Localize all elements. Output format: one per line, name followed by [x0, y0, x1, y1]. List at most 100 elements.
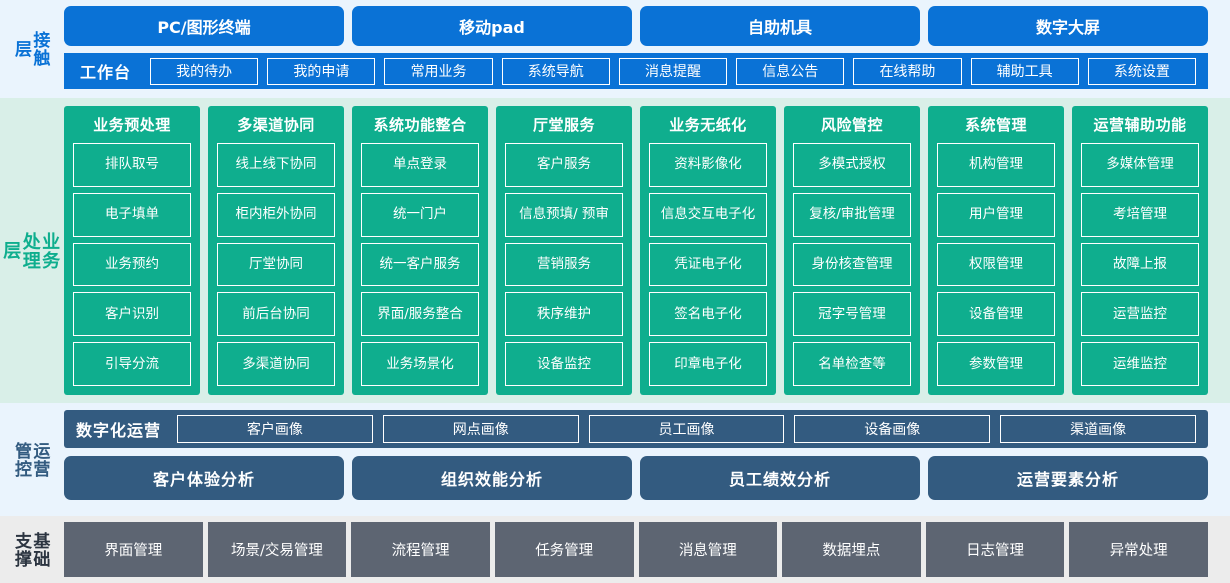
business-item[interactable]: 用户管理	[937, 192, 1055, 237]
business-item[interactable]: 身份核查管理	[793, 242, 911, 287]
foundation-item-message-management[interactable]: 消息管理	[638, 522, 778, 577]
operations-layer-label: 运营 管控	[11, 441, 50, 478]
foundation-layer-body: 界面管理 场景/交易管理 流程管理 任务管理 消息管理 数据埋点 日志管理 异常…	[60, 522, 1230, 577]
business-item[interactable]: 营销服务	[505, 242, 623, 287]
business-item[interactable]: 柜内柜外协同	[217, 192, 335, 237]
business-item[interactable]: 机构管理	[937, 143, 1055, 187]
channel-card-self-service[interactable]: 自助机具	[640, 6, 920, 46]
portrait-branch[interactable]: 网点画像	[382, 415, 579, 443]
column-title: 运营辅助功能	[1093, 116, 1187, 134]
business-column-system-integration: 系统功能整合 单点登录 统一门户 统一客户服务 界面/服务整合 业务场景化	[352, 106, 488, 395]
business-layer-label: 业务 处理 层	[0, 231, 61, 270]
business-item[interactable]: 多渠道协同	[217, 342, 335, 386]
nav-item-system-navigation[interactable]: 系统导航	[501, 57, 610, 85]
portrait-device[interactable]: 设备画像	[794, 415, 991, 443]
business-column-system-management: 系统管理 机构管理 用户管理 权限管理 设备管理 参数管理	[928, 106, 1064, 395]
business-item[interactable]: 线上线下协同	[217, 143, 335, 187]
portrait-channel[interactable]: 渠道画像	[1000, 415, 1196, 443]
business-item[interactable]: 信息预填/ 预审	[505, 192, 623, 237]
column-title: 系统管理	[964, 116, 1027, 134]
foundation-item-data-tracking[interactable]: 数据埋点	[782, 522, 921, 577]
nav-item-common-business[interactable]: 常用业务	[384, 57, 493, 85]
digital-operations-label: 数字化运营	[76, 421, 162, 440]
foundation-item-log-management[interactable]: 日志管理	[925, 522, 1065, 577]
nav-item-my-application[interactable]: 我的申请	[267, 57, 376, 85]
analysis-row: 客户体验分析 组织效能分析 员工绩效分析 运营要素分析	[64, 456, 1208, 500]
channel-card-digital-screen[interactable]: 数字大屏	[928, 6, 1208, 46]
business-item[interactable]: 多媒体管理	[1081, 143, 1199, 187]
business-column-risk-control: 风险管控 多模式授权 复核/审批管理 身份核查管理 冠字号管理 名单检查等	[784, 106, 920, 395]
contact-layer-label: 接触 层	[11, 31, 50, 67]
foundation-item-process-management[interactable]: 流程管理	[351, 522, 490, 577]
nav-item-online-help[interactable]: 在线帮助	[853, 57, 962, 85]
analysis-employee-performance[interactable]: 员工绩效分析	[640, 456, 920, 500]
channel-card-pc[interactable]: PC/图形终端	[64, 6, 344, 46]
foundation-item-scene-transaction[interactable]: 场景/交易管理	[207, 522, 347, 577]
column-title: 业务预处理	[93, 116, 171, 134]
operations-layer-band: 运营 管控 数字化运营 客户画像 网点画像 员工画像 设备画像 渠道画像 客户体…	[0, 403, 1230, 516]
business-item[interactable]: 资料影像化	[649, 143, 767, 187]
column-title: 风险管控	[820, 116, 883, 134]
foundation-item-task-management[interactable]: 任务管理	[494, 522, 634, 577]
business-item[interactable]: 客户服务	[505, 143, 623, 187]
channel-row: PC/图形终端 移动pad 自助机具 数字大屏	[60, 6, 1230, 46]
business-item[interactable]: 多模式授权	[793, 143, 911, 187]
foundation-layer-band: 基础 支撑 界面管理 场景/交易管理 流程管理 任务管理 消息管理 数据埋点 日…	[0, 516, 1230, 583]
business-item[interactable]: 印章电子化	[649, 342, 767, 386]
business-item[interactable]: 信息交互电子化	[649, 192, 767, 237]
nav-item-info-bulletin[interactable]: 信息公告	[736, 57, 845, 85]
column-title: 厅堂服务	[532, 116, 595, 134]
business-item[interactable]: 前后台协同	[217, 292, 335, 337]
business-column-pre-processing: 业务预处理 排队取号 电子填单 业务预约 客户识别 引导分流	[64, 106, 200, 395]
business-item[interactable]: 运维监控	[1081, 342, 1199, 386]
business-item[interactable]: 凭证电子化	[649, 242, 767, 287]
nav-item-system-settings[interactable]: 系统设置	[1087, 57, 1196, 85]
business-item[interactable]: 秩序维护	[505, 292, 623, 337]
business-layer-body: 业务预处理 排队取号 电子填单 业务预约 客户识别 引导分流 多渠道协同 线上线…	[60, 106, 1230, 395]
business-item[interactable]: 引导分流	[73, 342, 191, 386]
digital-operations-bar: 数字化运营 客户画像 网点画像 员工画像 设备画像 渠道画像	[64, 410, 1208, 448]
business-item[interactable]: 业务预约	[73, 242, 191, 287]
contact-layer-band: 接触 层 PC/图形终端 移动pad 自助机具 数字大屏 工作台 我的待办 我的…	[0, 0, 1230, 98]
workbench-nav-bar: 工作台 我的待办 我的申请 常用业务 系统导航 消息提醒 信息公告 在线帮助 辅…	[64, 53, 1208, 89]
business-item[interactable]: 设备监控	[505, 342, 623, 386]
business-item[interactable]: 厅堂协同	[217, 242, 335, 287]
foundation-layer-label: 基础 支撑	[11, 531, 50, 568]
analysis-customer-experience[interactable]: 客户体验分析	[64, 456, 344, 500]
business-column-lobby-service: 厅堂服务 客户服务 信息预填/ 预审 营销服务 秩序维护 设备监控	[496, 106, 632, 395]
portrait-customer[interactable]: 客户画像	[177, 415, 373, 443]
business-item[interactable]: 设备管理	[937, 292, 1055, 337]
column-title: 多渠道协同	[237, 116, 315, 134]
contact-layer-body: PC/图形终端 移动pad 自助机具 数字大屏 工作台 我的待办 我的申请 常用…	[60, 6, 1230, 92]
business-item[interactable]: 单点登录	[361, 143, 479, 187]
business-column-paperless: 业务无纸化 资料影像化 信息交互电子化 凭证电子化 签名电子化 印章电子化	[640, 106, 776, 395]
business-item[interactable]: 排队取号	[73, 143, 191, 187]
business-item[interactable]: 权限管理	[937, 242, 1055, 287]
business-item[interactable]: 统一客户服务	[361, 242, 479, 287]
analysis-org-efficiency[interactable]: 组织效能分析	[352, 456, 632, 500]
business-column-operation-aux: 运营辅助功能 多媒体管理 考培管理 故障上报 运营监控 运维监控	[1072, 106, 1208, 395]
business-item[interactable]: 统一门户	[361, 192, 479, 237]
business-item[interactable]: 电子填单	[73, 192, 191, 237]
analysis-operation-factors[interactable]: 运营要素分析	[928, 456, 1208, 500]
business-item[interactable]: 参数管理	[937, 342, 1055, 386]
nav-item-aux-tools[interactable]: 辅助工具	[970, 57, 1079, 85]
business-item[interactable]: 界面/服务整合	[361, 292, 479, 337]
business-item[interactable]: 考培管理	[1081, 192, 1199, 237]
business-item[interactable]: 名单检查等	[793, 342, 911, 386]
business-item[interactable]: 业务场景化	[361, 342, 479, 386]
channel-card-mobile-pad[interactable]: 移动pad	[352, 6, 632, 46]
foundation-item-ui-management[interactable]: 界面管理	[64, 522, 203, 577]
nav-item-message-alert[interactable]: 消息提醒	[618, 57, 728, 85]
foundation-item-exception-handling[interactable]: 异常处理	[1069, 522, 1208, 577]
business-item[interactable]: 复核/审批管理	[793, 192, 911, 237]
portrait-employee[interactable]: 员工画像	[588, 415, 785, 443]
business-item[interactable]: 客户识别	[73, 292, 191, 337]
business-item[interactable]: 故障上报	[1081, 242, 1199, 287]
business-item[interactable]: 运营监控	[1081, 292, 1199, 337]
business-item[interactable]: 冠字号管理	[793, 292, 911, 337]
nav-item-my-todo[interactable]: 我的待办	[150, 57, 259, 85]
column-title: 系统功能整合	[373, 116, 467, 134]
business-item[interactable]: 签名电子化	[649, 292, 767, 337]
